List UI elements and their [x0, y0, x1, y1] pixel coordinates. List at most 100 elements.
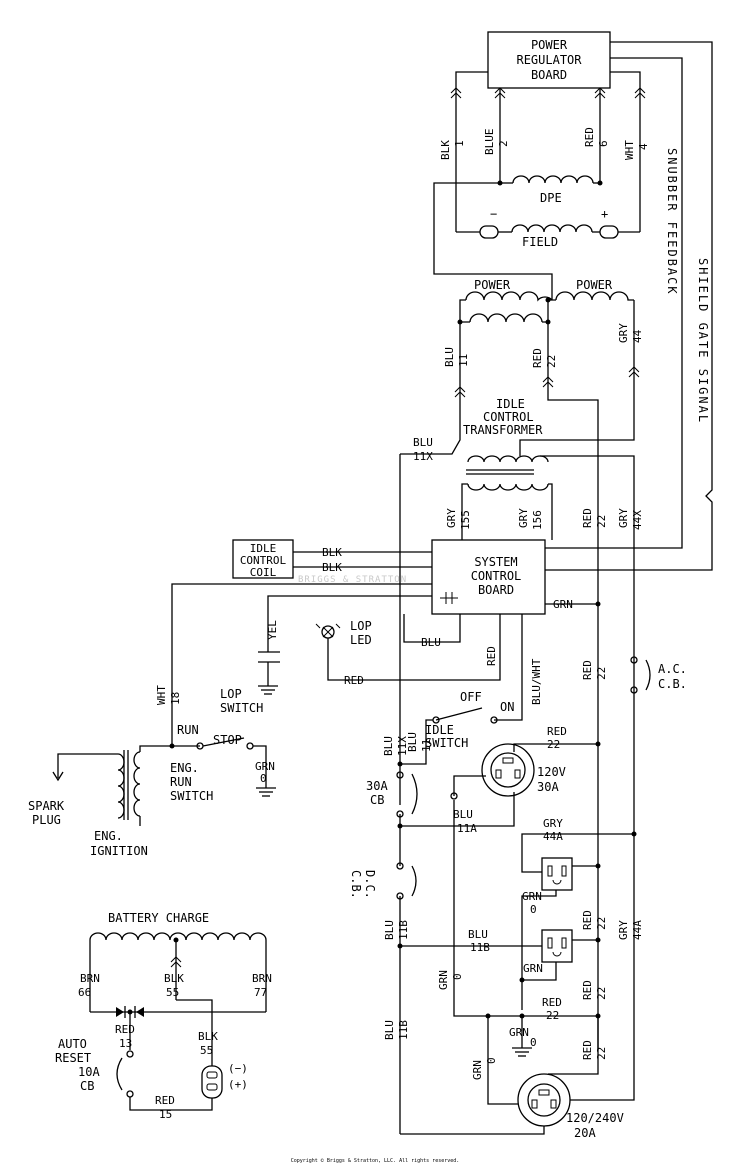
wire-grn-0-left: GRN 0 [437, 970, 464, 990]
connector-chevrons-top [450, 87, 646, 99]
svg-text:C.B.: C.B. [349, 870, 363, 899]
svg-text:AUTO: AUTO [58, 1037, 87, 1051]
svg-text:BOARD: BOARD [531, 68, 567, 82]
svg-text:RED: RED [581, 508, 594, 528]
svg-text:ENG.: ENG. [170, 761, 199, 775]
svg-text:CONTROL: CONTROL [240, 554, 287, 567]
svg-text:GRY: GRY [617, 920, 630, 940]
svg-text:LOP: LOP [350, 619, 372, 633]
svg-text:RED: RED [155, 1094, 175, 1107]
wire-red-6: RED 6 [583, 127, 610, 147]
svg-text:BLU: BLU [413, 436, 433, 449]
svg-text:44A: 44A [543, 830, 563, 843]
svg-text:RED: RED [531, 348, 544, 368]
svg-text:PLUG: PLUG [32, 813, 61, 827]
svg-text:BLU: BLU [468, 928, 488, 941]
svg-text:GRY: GRY [617, 323, 630, 343]
dpe-winding: DPE [497, 175, 603, 205]
battery-charge: BATTERY CHARGE BRN 66 BLK 55 BRN 77 [78, 911, 272, 1012]
wire-grn-0-gfci1: GRN 0 [522, 890, 542, 916]
svg-text:RED: RED [542, 996, 562, 1009]
svg-text:11A: 11A [457, 822, 477, 835]
wire-blu-11: BLU 11 [443, 347, 470, 367]
svg-text:30A: 30A [537, 780, 559, 794]
svg-text:BRN: BRN [252, 972, 272, 985]
svg-text:22: 22 [595, 1047, 608, 1060]
svg-text:BLU: BLU [383, 1020, 396, 1040]
svg-text:120/240V: 120/240V [566, 1111, 624, 1125]
svg-text:IGNITION: IGNITION [90, 844, 148, 858]
svg-text:11X: 11X [413, 450, 433, 463]
svg-text:BLK: BLK [439, 140, 452, 160]
svg-text:POWER: POWER [474, 278, 511, 292]
svg-text:15: 15 [159, 1108, 172, 1121]
svg-text:LOP: LOP [220, 687, 242, 701]
svg-text:30A: 30A [366, 779, 388, 793]
wire-gry-44x: GRY 44X [617, 508, 644, 530]
copyright-notice: Copyright © Briggs & Stratton, LLC. All … [291, 1158, 460, 1164]
svg-text:22: 22 [547, 738, 560, 751]
svg-text:11B: 11B [397, 920, 410, 940]
svg-text:BLU: BLU [406, 732, 419, 752]
svg-text:SYSTEM: SYSTEM [474, 555, 517, 569]
system-control-board: SYSTEM CONTROL BOARD [431, 539, 546, 615]
wire-wht-18: WHT 18 [155, 685, 182, 705]
wire-red-15: RED 15 [155, 1094, 175, 1121]
gfci-outlet-2 [541, 929, 573, 963]
svg-text:SWITCH: SWITCH [170, 789, 213, 803]
dc-output-plug: BLK 55 (−) (+) [198, 1030, 248, 1099]
svg-text:GRY: GRY [543, 817, 563, 830]
ground-symbol: GRN 0 [509, 1016, 537, 1057]
svg-text:RED: RED [581, 660, 594, 680]
svg-text:TRANSFORMER: TRANSFORMER [463, 423, 543, 437]
eng-run-switch: RUN STOP ENG. RUN SWITCH GRN 0 [169, 723, 276, 803]
svg-text:55: 55 [200, 1044, 213, 1057]
svg-text:ENG.: ENG. [94, 829, 123, 843]
svg-text:GRN: GRN [471, 1060, 484, 1080]
svg-text:D.C.: D.C. [363, 870, 377, 899]
svg-text:STOP: STOP [213, 733, 242, 747]
svg-text:BLU: BLU [443, 347, 456, 367]
lop-switch: YEL LOP SWITCH [220, 595, 432, 715]
power-windings: POWER POWER [457, 278, 635, 330]
wire-gry-44: GRY 44 [617, 323, 644, 343]
svg-text:IDLE: IDLE [496, 397, 525, 411]
svg-text:C.B.: C.B. [658, 677, 687, 691]
wire-blu-led: BLU [421, 636, 441, 649]
svg-text:77: 77 [254, 986, 267, 999]
svg-text:GRY: GRY [517, 508, 530, 528]
svg-text:IDLE: IDLE [250, 542, 277, 555]
svg-text:BOARD: BOARD [478, 583, 514, 597]
svg-text:13: 13 [119, 1037, 132, 1050]
svg-text:CB: CB [80, 1079, 94, 1093]
svg-text:11B: 11B [470, 941, 490, 954]
wire-red-22-gfci1: RED 22 [581, 910, 608, 930]
outlet-120-240v-20a: 120/240V 20A [517, 1073, 624, 1140]
svg-text:RED: RED [547, 725, 567, 738]
svg-text:CB: CB [370, 793, 384, 807]
idle-control-coil: IDLE CONTROL COIL [232, 539, 294, 579]
svg-text:YEL: YEL [266, 620, 279, 640]
svg-text:SWITCH: SWITCH [425, 736, 468, 750]
wire-gry-44a-top: GRY 44A [543, 817, 563, 843]
snubber-feedback-label: SNUBBER FEEDBACK [665, 148, 679, 296]
svg-text:RED: RED [581, 980, 594, 1000]
svg-text:BRN: BRN [80, 972, 100, 985]
svg-text:44A: 44A [631, 920, 644, 940]
lop-led: LOP LED [315, 619, 372, 647]
svg-text:RED: RED [583, 127, 596, 147]
svg-text:0: 0 [530, 1036, 537, 1049]
svg-text:10A: 10A [78, 1065, 100, 1079]
svg-text:−: − [490, 207, 497, 221]
wire-blu-11a: BLU 11A [453, 808, 477, 835]
svg-text:66: 66 [78, 986, 91, 999]
svg-text:BLK: BLK [164, 972, 184, 985]
svg-text:GRY: GRY [445, 508, 458, 528]
wire-grn-gfci2: GRN [523, 962, 543, 975]
svg-text:GRN: GRN [255, 760, 275, 773]
svg-text:0: 0 [451, 973, 464, 980]
wire-red-22-low: RED 22 [581, 660, 608, 680]
svg-text:RESET: RESET [55, 1051, 91, 1065]
svg-text:POWER: POWER [576, 278, 613, 292]
